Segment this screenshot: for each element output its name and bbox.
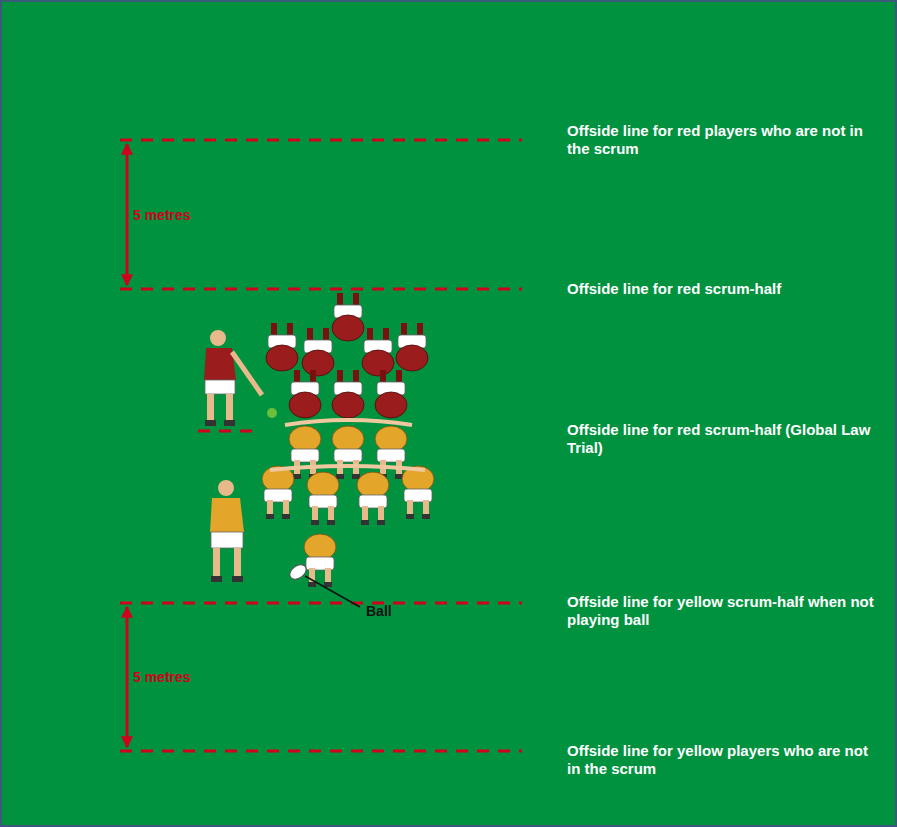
offside-label: Offside line for yellow scrum-half when …: [567, 593, 877, 629]
offside-label: Offside line for red scrum-half (Global …: [567, 421, 877, 457]
offside-label: Offside line for red scrum-half: [567, 280, 877, 298]
dimension-label: 5 metres: [133, 668, 191, 686]
dimension-label: 5 metres: [133, 206, 191, 224]
offside-label: Offside line for red players who are not…: [567, 122, 877, 158]
ball-label: Ball: [366, 602, 392, 620]
offside-label: Offside line for yellow players who are …: [567, 742, 877, 778]
